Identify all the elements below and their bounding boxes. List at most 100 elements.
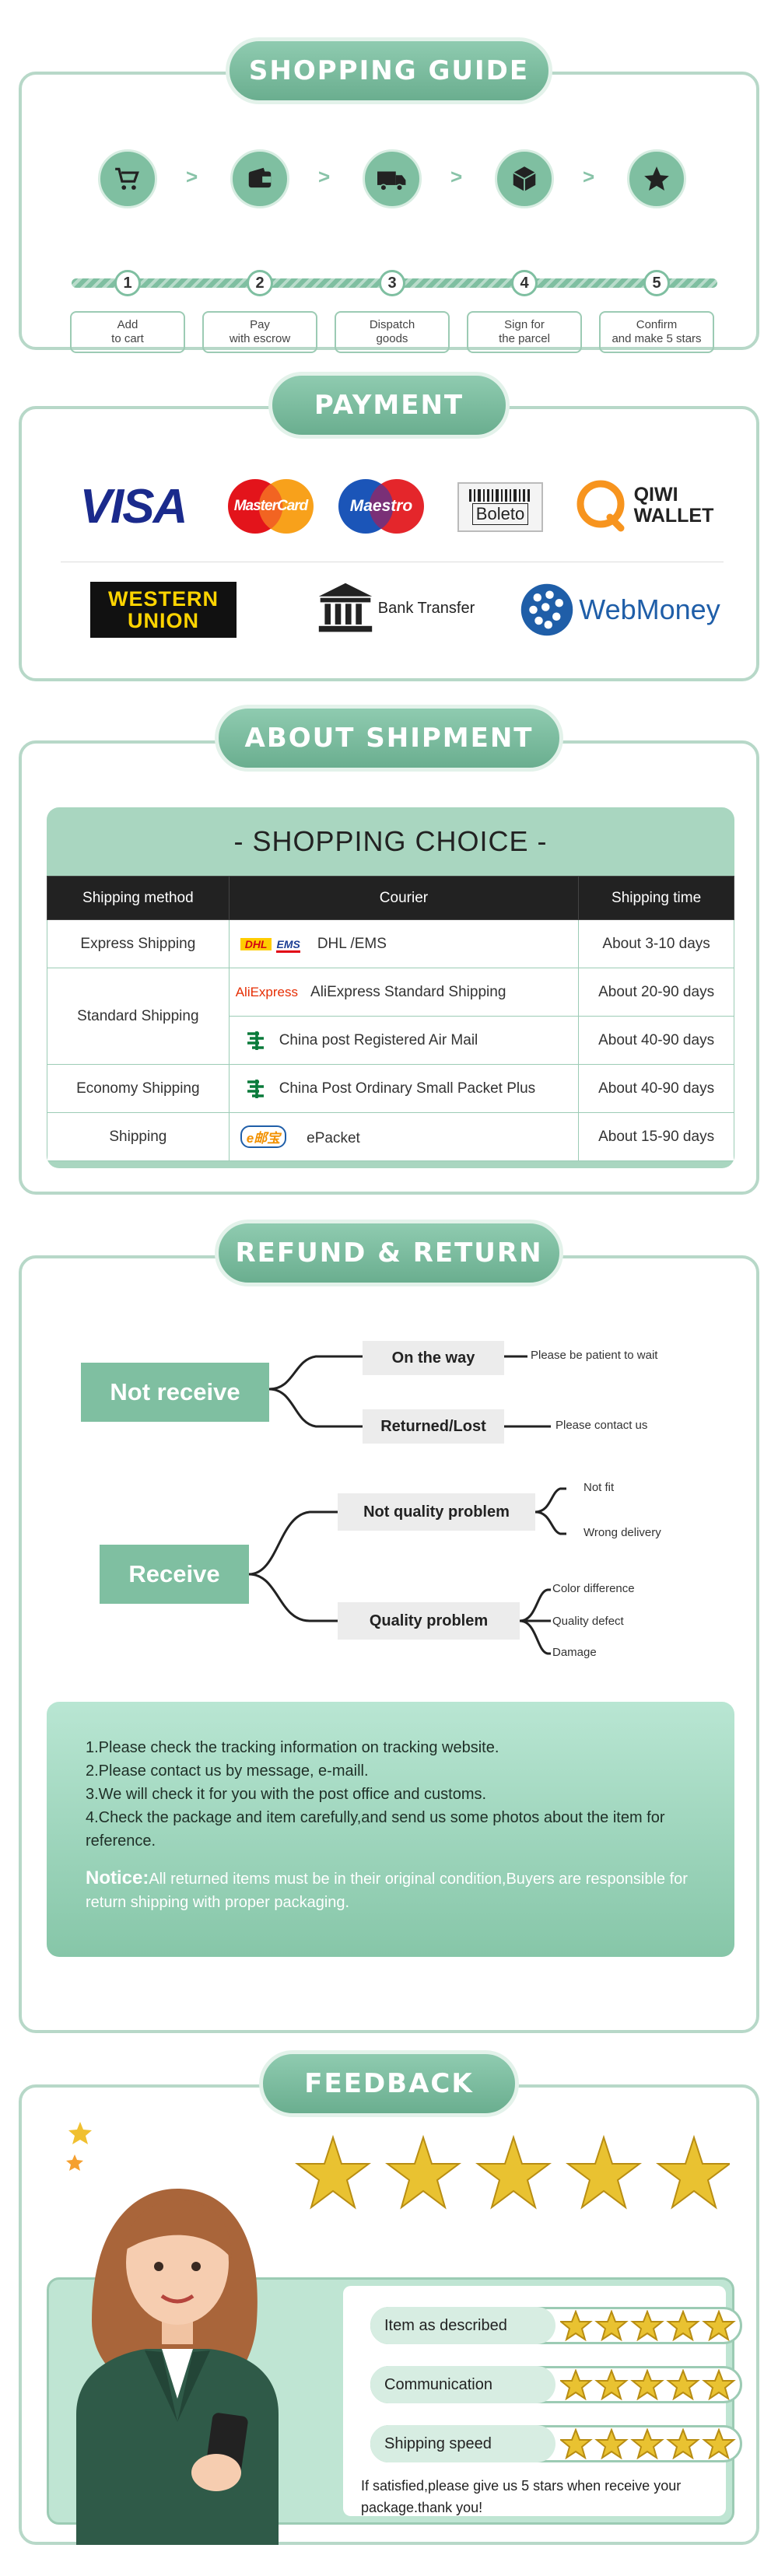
shipping-choice-title: - SHOPPING CHOICE - bbox=[233, 825, 548, 857]
receive-node: Receive bbox=[100, 1545, 249, 1604]
step-arrow: > bbox=[583, 165, 595, 188]
avatar bbox=[76, 2189, 279, 2545]
rating-communication: Communication bbox=[370, 2366, 742, 2403]
courier-name: AliExpress Standard Shipping bbox=[310, 983, 506, 1000]
notice: Notice:All returned items must be in the… bbox=[86, 1867, 696, 1914]
step-number: 2 bbox=[247, 270, 273, 296]
table-row: Standard Shipping AliExpress AliExpress S… bbox=[47, 968, 734, 1065]
step-number: 1 bbox=[114, 270, 141, 296]
bank-transfer-text: Bank Transfer bbox=[377, 599, 475, 617]
section-title: FEEDBACK bbox=[259, 2050, 519, 2117]
step-arrow: > bbox=[450, 165, 463, 188]
rating-stars bbox=[560, 2311, 734, 2340]
quality-tag: Quality problem bbox=[338, 1602, 520, 1640]
bank-transfer-logo: Bank Transfer bbox=[302, 579, 489, 638]
shopping-guide-section: > > > > 1 2 3 4 5 Add to cart Pay with e… bbox=[19, 72, 759, 353]
patient-text: Please be patient to wait bbox=[531, 1349, 658, 1362]
method-cell: Express Shipping bbox=[47, 919, 230, 968]
table-row: Economy Shipping China Post Ordinary Sma… bbox=[47, 1064, 734, 1113]
courier-name: ePacket bbox=[307, 1130, 360, 1146]
returned-lost-tag: Returned/Lost bbox=[363, 1409, 504, 1444]
star-icon bbox=[567, 2137, 640, 2208]
step-label: Add to cart bbox=[70, 311, 185, 353]
western-text: WESTERN bbox=[108, 587, 219, 611]
contact-text: Please contact us bbox=[555, 1419, 648, 1432]
method-cell: Standard Shipping bbox=[47, 968, 230, 1065]
boleto-text: Boleto bbox=[471, 503, 529, 525]
mastercard-text: MasterCard bbox=[233, 498, 309, 514]
qiwi-logo: QIWI WALLET bbox=[566, 474, 722, 537]
note-line: 2.Please contact us by message, e-maill. bbox=[86, 1762, 369, 1780]
table-header-row: Shipping method Courier Shipping time bbox=[47, 876, 734, 920]
webmoney-logo: WebMoney bbox=[515, 579, 725, 641]
table-row: China post Registered Air Mail About 40-… bbox=[47, 1016, 734, 1065]
rating-stars bbox=[560, 2370, 734, 2399]
webmoney-text: WebMoney bbox=[579, 593, 720, 625]
refund-notes: 1.Please check the tracking information … bbox=[47, 1702, 734, 1957]
method-cell: Shipping bbox=[47, 1112, 230, 1161]
qiwi-text-line1: QIWI bbox=[633, 484, 678, 506]
on-the-way-tag: On the way bbox=[363, 1341, 504, 1375]
courier-cell: e邮宝 ePacket bbox=[228, 1112, 580, 1161]
shipment-section: - SHOPPING CHOICE - Shipping method Cour… bbox=[19, 740, 759, 1195]
time-cell: About 40-90 days bbox=[578, 1016, 734, 1065]
qiwi-text-line2: WALLET bbox=[633, 505, 714, 527]
barcode-icon bbox=[469, 489, 530, 502]
shipping-choice-box: - SHOPPING CHOICE - Shipping method Cour… bbox=[47, 807, 734, 1168]
star-icon bbox=[644, 166, 669, 191]
note-line: 4.Check the package and item carefully,a… bbox=[86, 1809, 665, 1850]
notice-label: Notice: bbox=[86, 1867, 149, 1888]
china-post-icon bbox=[247, 1031, 264, 1050]
five-big-stars bbox=[296, 2137, 730, 2208]
section-title: PAYMENT bbox=[268, 372, 510, 439]
box-icon bbox=[513, 166, 536, 191]
maestro-logo: Maestro bbox=[336, 478, 426, 535]
star-icon bbox=[477, 2137, 550, 2208]
visa-logo: VISA bbox=[67, 479, 199, 534]
header-shipping-method: Shipping method bbox=[47, 876, 230, 920]
maestro-text: Maestro bbox=[349, 497, 413, 515]
rating-item-described: Item as described bbox=[370, 2307, 742, 2344]
step-3-circle bbox=[363, 149, 422, 208]
damage-text: Damage bbox=[552, 1646, 597, 1659]
boleto-logo: Boleto bbox=[457, 482, 543, 532]
feedback-note: If satisfied,please give us 5 stars when… bbox=[361, 2478, 682, 2515]
star-icon bbox=[657, 2137, 730, 2208]
step-number: 3 bbox=[379, 270, 405, 296]
visa-text: VISA bbox=[79, 479, 188, 534]
webmoney-globe-icon bbox=[521, 583, 573, 636]
time-cell: About 3-10 days bbox=[578, 919, 734, 968]
header-shipping-time: Shipping time bbox=[578, 876, 734, 920]
courier-cell: AliExpress AliExpress Standard Shipping bbox=[228, 968, 580, 1017]
epacket-logo: e邮宝 bbox=[240, 1125, 287, 1148]
method-cell: Economy Shipping bbox=[47, 1064, 230, 1113]
step-label: Confirm and make 5 stars bbox=[599, 311, 714, 353]
step-1-circle bbox=[98, 149, 157, 208]
color-difference-text: Color difference bbox=[552, 1582, 635, 1595]
not-fit-text: Not fit bbox=[584, 1481, 615, 1494]
step-4-circle bbox=[495, 149, 554, 208]
step-2-circle bbox=[230, 149, 289, 208]
dhl-logo: DHL bbox=[240, 937, 272, 950]
rating-label: Item as described bbox=[370, 2307, 555, 2344]
mastercard-logo: MasterCard bbox=[226, 478, 316, 535]
qiwi-text: QIWI WALLET bbox=[634, 485, 714, 527]
step-number: 4 bbox=[511, 270, 538, 296]
wrong-delivery-text: Wrong delivery bbox=[584, 1526, 661, 1539]
rating-shipping-speed: Shipping speed bbox=[370, 2425, 742, 2462]
step-label: Sign for the parcel bbox=[467, 311, 582, 353]
notice-text: All returned items must be in their orig… bbox=[86, 1871, 688, 1911]
header-courier: Courier bbox=[228, 876, 580, 920]
not-receive-node: Not receive bbox=[81, 1363, 269, 1422]
qiwi-circle-icon bbox=[576, 480, 625, 532]
maestro-circles-icon bbox=[338, 479, 424, 534]
note-line: 1.Please check the tracking information … bbox=[86, 1739, 499, 1756]
truck-icon bbox=[377, 171, 406, 191]
small-sparkle-stars bbox=[66, 2122, 92, 2171]
courier-cell: China post Registered Air Mail bbox=[228, 1016, 580, 1065]
ems-logo: EMS bbox=[276, 938, 300, 953]
step-arrow: > bbox=[318, 165, 331, 188]
aliexpress-logo: AliExpress bbox=[235, 984, 299, 999]
